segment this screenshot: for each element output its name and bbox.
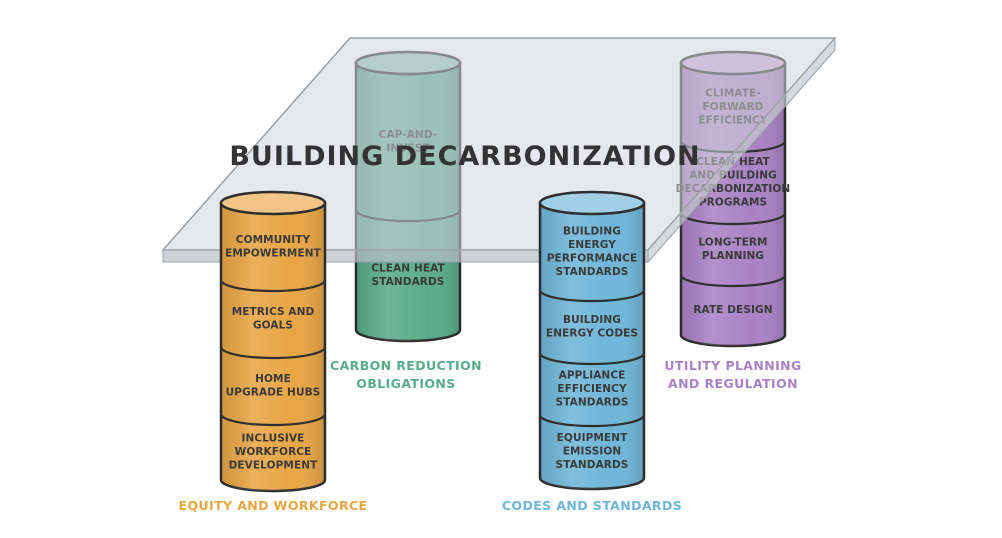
pillar-shading: [540, 203, 644, 489]
segment-label-utility-4: RATE DESIGN: [693, 304, 772, 316]
segment-divider: [538, 352, 646, 366]
segment-divider: [219, 346, 327, 360]
segment-divider: [679, 274, 787, 288]
diagram-title: BUILDING DECARBONIZATION: [229, 141, 700, 172]
segment-divider: [219, 413, 327, 427]
pillar-title-codes: CODES AND STANDARDS: [502, 498, 682, 513]
pillar-title-equity: EQUITY AND WORKFORCE: [179, 498, 368, 513]
platform-plane: BUILDING DECARBONIZATION: [161, 36, 837, 264]
segment-divider: [538, 289, 646, 303]
pillar-top: [538, 190, 646, 216]
pillar-top: [219, 190, 327, 216]
pillar-shading: [221, 203, 325, 491]
segment-divider: [538, 414, 646, 428]
segment-divider: [219, 279, 327, 293]
